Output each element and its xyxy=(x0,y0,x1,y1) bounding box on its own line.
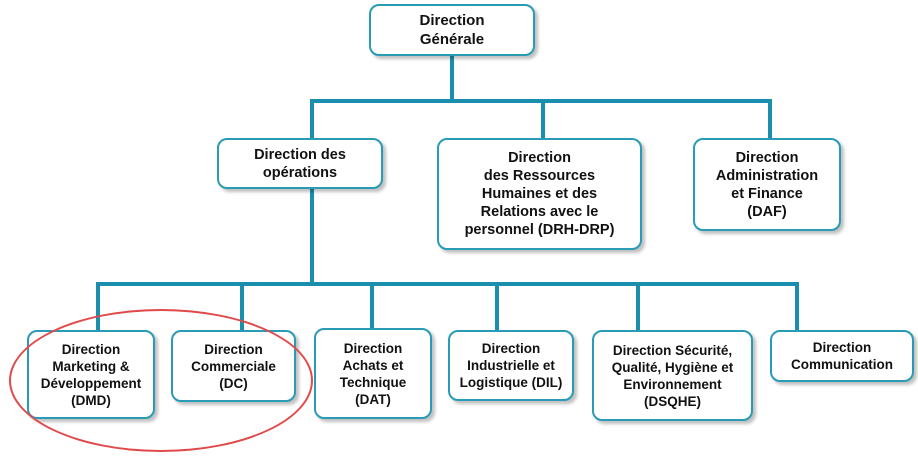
box-direction-operations: Direction des opérations xyxy=(217,138,383,189)
box-direction-dil: Direction Industrielle et Logistique (DI… xyxy=(448,330,574,401)
box-direction-dsqhe: Direction Sécurité, Qualité, Hygiène et … xyxy=(592,330,753,421)
box-direction-dat: Direction Achats et Technique (DAT) xyxy=(314,328,432,419)
box-direction-drh-drp: Direction des Ressources Humaines et des… xyxy=(437,138,642,250)
box-direction-generale: Direction Générale xyxy=(369,4,535,56)
box-direction-daf: Direction Administration et Finance (DAF… xyxy=(693,138,841,231)
box-direction-dmd: Direction Marketing & Développement (DMD… xyxy=(27,330,155,419)
box-direction-communication: Direction Communication xyxy=(770,330,914,382)
box-direction-dc: Direction Commerciale (DC) xyxy=(171,330,296,402)
